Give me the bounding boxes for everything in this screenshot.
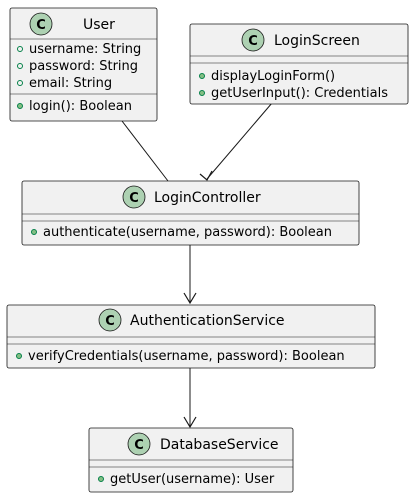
stereotype-letter: C	[134, 438, 144, 453]
attribute: password: String	[29, 59, 138, 74]
class-stereotype-icon	[241, 28, 265, 52]
arrowhead-auth	[183, 292, 197, 305]
stereotype-letter: C	[105, 314, 115, 329]
class-user: C User username: String password: String…	[9, 7, 158, 122]
class-stereotype-icon	[98, 308, 122, 332]
class-name: User	[83, 17, 115, 33]
user-controller-association	[121, 120, 169, 182]
class-database-service: C DatabaseService getUser(username): Use…	[88, 427, 294, 493]
attribute: email: String	[29, 76, 112, 91]
class-login-controller: C LoginController authenticate(username,…	[21, 180, 360, 246]
class-name: LoginScreen	[274, 33, 360, 49]
stereotype-letter: C	[36, 18, 46, 33]
method: login(): Boolean	[29, 99, 132, 114]
attribute: username: String	[29, 42, 141, 57]
class-login-screen: C LoginScreen displayLoginForm() getUser…	[189, 23, 409, 105]
class-name: AuthenticationService	[130, 313, 285, 329]
method: authenticate(username, password): Boolea…	[43, 225, 332, 240]
screen-controller-edge	[206, 102, 273, 180]
arrowhead-db	[183, 416, 197, 429]
method: getUser(username): User	[110, 472, 275, 487]
method: getUserInput(): Credentials	[211, 86, 388, 101]
class-authentication-service: C AuthenticationService verifyCredential…	[6, 304, 376, 369]
method: displayLoginForm()	[211, 69, 335, 84]
class-stereotype-icon	[127, 432, 151, 456]
class-name: DatabaseService	[160, 437, 279, 453]
stereotype-letter: C	[248, 34, 258, 49]
class-name: LoginController	[154, 190, 261, 206]
stereotype-letter: C	[129, 191, 139, 206]
arrowhead-controller	[199, 170, 213, 181]
class-stereotype-icon	[122, 185, 146, 209]
method: verifyCredentials(username, password): B…	[28, 349, 345, 364]
class-stereotype-icon	[29, 12, 53, 36]
